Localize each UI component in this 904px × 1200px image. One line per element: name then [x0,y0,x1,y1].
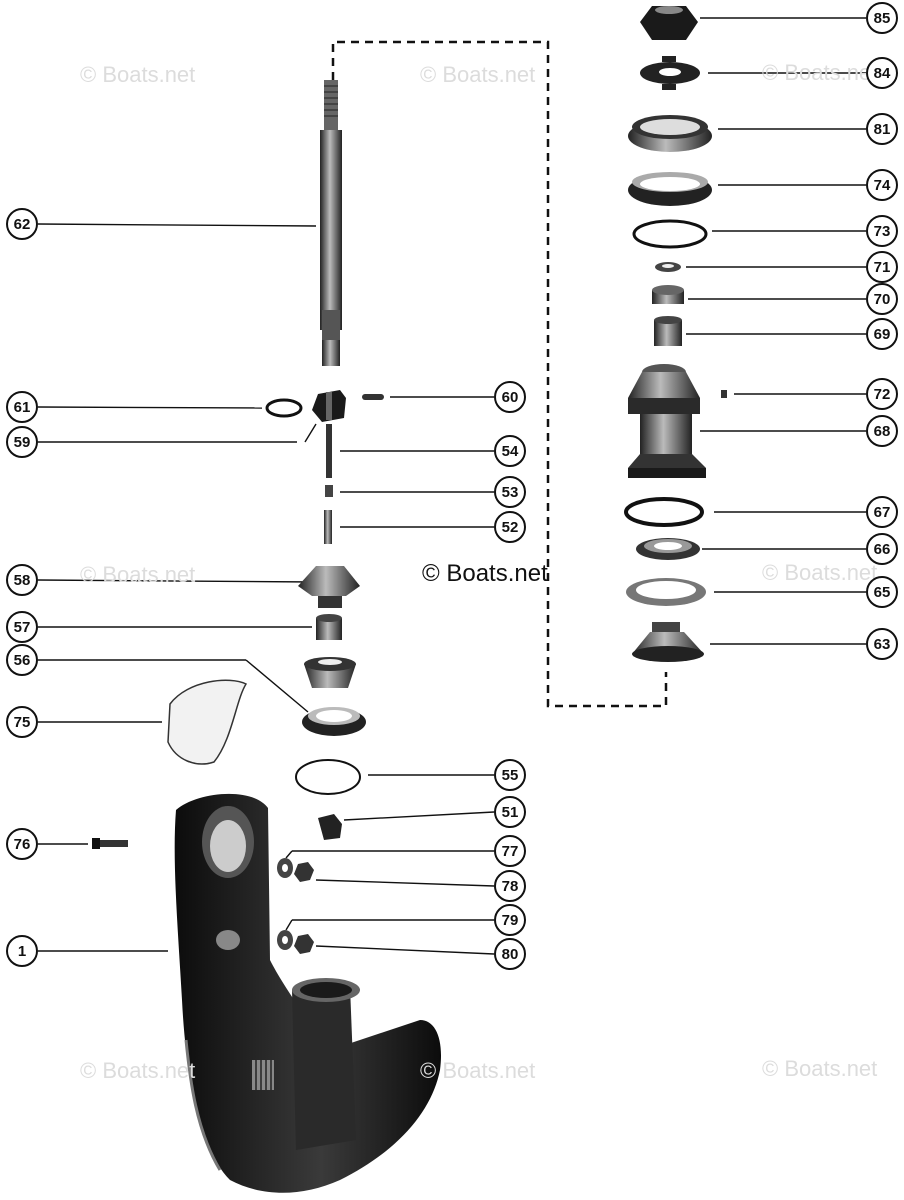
callout-54: 54 [494,435,526,467]
snap-ring-73 [632,219,708,249]
gear-58 [298,566,360,608]
callout-72: 72 [866,378,898,410]
watermark: © Boats.net [80,1058,196,1083]
callout-71: 71 [866,251,898,283]
washer-77 [277,858,293,878]
pinion-gear-63 [632,622,704,662]
bearing-57 [316,614,342,640]
callout-70: 70 [866,283,898,315]
pin-72 [721,390,727,398]
callout-75: 75 [6,706,38,738]
callout-53: 53 [494,476,526,508]
tab-washer-84 [640,56,700,90]
shim-65 [626,578,706,606]
bearing-70 [652,285,684,304]
callout-76: 76 [6,828,38,860]
copyright-label: © Boats.net [422,560,548,587]
nut-80 [294,934,314,954]
bearing-66 [636,538,700,560]
callout-1: 1 [6,935,38,967]
screw-76 [92,838,128,849]
callout-81: 81 [866,113,898,145]
washer-71 [655,262,681,272]
callout-84: 84 [866,57,898,89]
watermark: © Boats.net [762,60,878,85]
callout-77: 77 [494,835,526,867]
seal-75 [167,679,248,765]
watermark: © Boats.net [420,62,536,87]
bearing-carrier-68 [628,364,706,478]
driveshaft-62 [320,80,342,366]
callout-51: 51 [494,796,526,828]
callout-57: 57 [6,611,38,643]
watermark: © Boats.net [420,1058,536,1083]
callout-78: 78 [494,870,526,902]
callout-63: 63 [866,628,898,660]
callout-56: 56 [6,644,38,676]
callout-68: 68 [866,415,898,447]
o-ring-55 [295,759,361,795]
callout-66: 66 [866,533,898,565]
o-ring-67 [624,497,704,527]
spacer-61 [265,398,303,418]
callout-80: 80 [494,938,526,970]
spring-53 [325,485,333,497]
callout-62: 62 [6,208,38,240]
ring-74 [628,172,712,206]
callout-65: 65 [866,576,898,608]
callout-52: 52 [494,511,526,543]
key-60 [362,394,384,400]
block-51 [318,814,342,840]
watermark: © Boats.net [80,62,196,87]
nut-78 [294,862,314,882]
callout-85: 85 [866,2,898,34]
nut-85 [640,6,698,40]
callout-60: 60 [494,381,526,413]
leader-lines [37,17,866,955]
callout-69: 69 [866,318,898,350]
callout-79: 79 [494,904,526,936]
assembly-dashed-line [331,40,668,708]
callout-59: 59 [6,426,38,458]
bearing-69 [654,316,682,346]
impeller-59 [312,390,346,422]
retainer-81 [628,115,712,152]
rod-52 [324,510,332,544]
watermark: © Boats.net [762,1056,878,1081]
callout-67: 67 [866,496,898,528]
callout-55: 55 [494,759,526,791]
tapered-bearing-56 [302,657,366,736]
washer-79 [277,930,293,950]
callout-73: 73 [866,215,898,247]
watermark: © Boats.net [80,562,196,587]
callout-61: 61 [6,391,38,423]
callout-74: 74 [866,169,898,201]
watermark: © Boats.net [762,560,878,585]
callout-58: 58 [6,564,38,596]
gear-housing-1 [174,793,442,1193]
shaft-54 [326,424,332,478]
